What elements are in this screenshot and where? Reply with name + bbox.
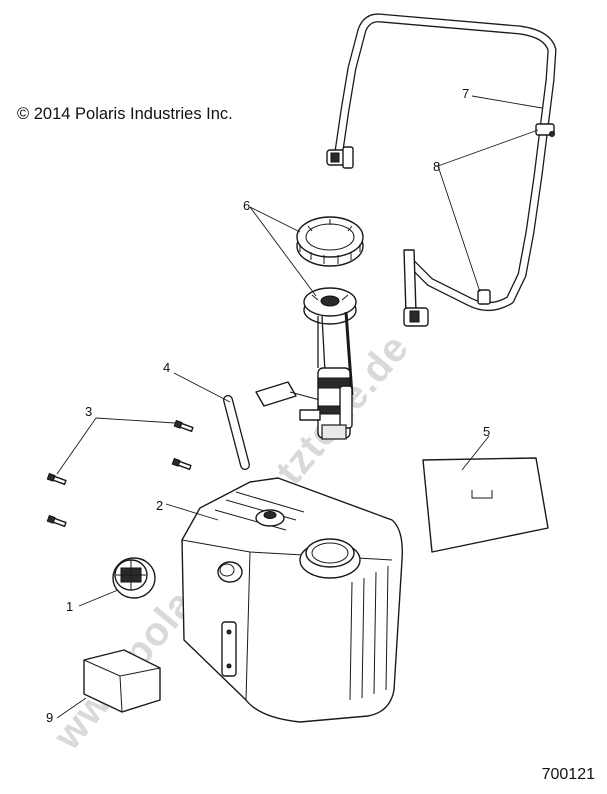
callout-5: 5 [483,424,490,439]
copyright-notice: © 2014 Polaris Industries Inc. [17,105,233,123]
callout-9: 9 [46,710,53,725]
callout-7: 7 [462,86,469,101]
callout-2: 2 [156,498,163,513]
document-number: 700121 [541,766,595,783]
filler-hose [223,395,250,470]
hose-clamps [477,123,555,305]
foam-block [83,649,161,713]
callout-6: 6 [243,198,250,213]
callout-4: 4 [163,360,170,375]
fuel-tank [181,477,403,723]
vent-valve [112,557,156,599]
fuel-pump [255,287,357,440]
callout-8: 8 [433,159,440,174]
lock-ring [296,216,364,267]
insulation-pad [422,457,549,553]
callout-1: 1 [66,599,73,614]
callout-3: 3 [85,404,92,419]
leader-lines [56,95,543,719]
bolts [46,419,194,528]
vent-hose [326,13,557,327]
